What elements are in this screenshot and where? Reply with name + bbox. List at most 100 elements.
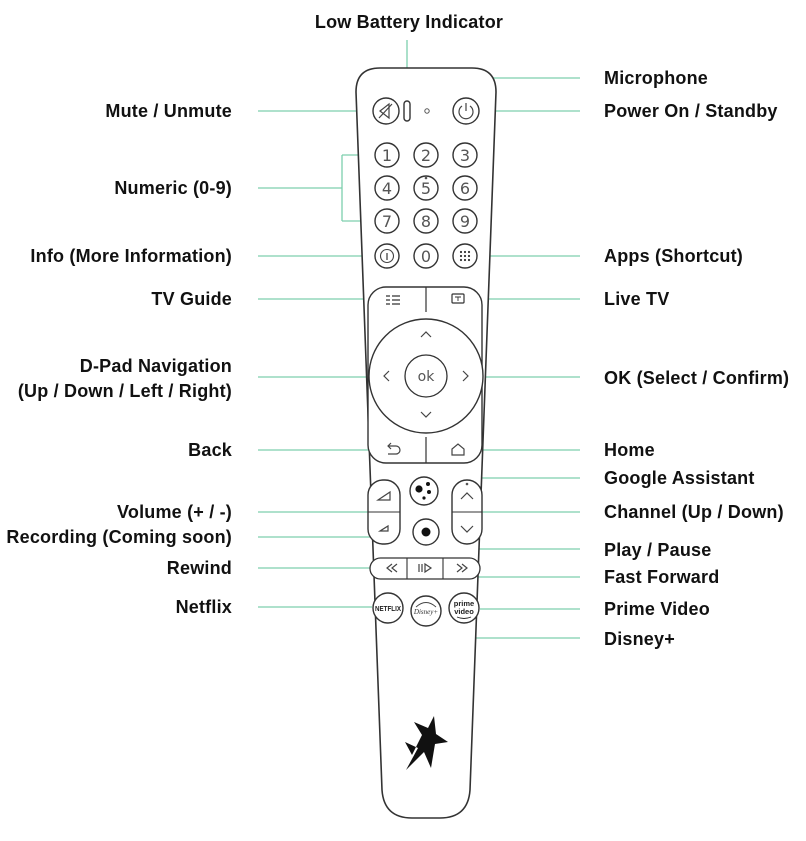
netflix-logo-text: NETFLIX bbox=[375, 604, 401, 613]
label-volume: Volume (+ / -) bbox=[117, 502, 232, 522]
label-tv-guide: TV Guide bbox=[151, 289, 232, 309]
digit-5-button[interactable]: 5 bbox=[413, 175, 439, 201]
record-button[interactable] bbox=[412, 518, 440, 546]
home-button[interactable] bbox=[451, 443, 465, 456]
label-fast-forward: Fast Forward bbox=[604, 567, 719, 587]
prime-video-button[interactable]: prime video bbox=[448, 592, 480, 624]
digit-1-label: 1 bbox=[382, 146, 392, 165]
ok-button-label: ok bbox=[418, 369, 436, 385]
label-power: Power On / Standby bbox=[604, 101, 778, 121]
digit-2-label: 2 bbox=[421, 146, 431, 165]
label-netflix: Netflix bbox=[176, 597, 232, 617]
digit-4-label: 4 bbox=[382, 179, 392, 198]
tv-guide-button[interactable] bbox=[386, 295, 400, 305]
info-icon bbox=[379, 248, 395, 264]
mute-button[interactable] bbox=[372, 97, 400, 125]
guide-list-icon bbox=[386, 295, 400, 305]
channel-up-icon bbox=[460, 492, 474, 500]
channel-tactile-dot bbox=[465, 482, 469, 486]
label-play-pause: Play / Pause bbox=[604, 540, 711, 560]
back-button[interactable] bbox=[387, 442, 401, 455]
info-button[interactable] bbox=[374, 243, 400, 269]
channel-up-button[interactable] bbox=[460, 492, 474, 500]
apps-grid-icon bbox=[459, 250, 471, 262]
dpad-up-arrow[interactable] bbox=[420, 331, 432, 338]
netflix-button[interactable]: NETFLIX bbox=[372, 592, 404, 624]
digit-2-button[interactable]: 2 bbox=[413, 142, 439, 168]
home-icon bbox=[451, 443, 465, 456]
numeric-keypad: 1 2 3 4 5 6 7 8 9 0 bbox=[374, 142, 478, 269]
label-disney: Disney+ bbox=[604, 629, 675, 649]
apps-button[interactable] bbox=[452, 243, 478, 269]
dpad-right-arrow[interactable] bbox=[462, 370, 469, 382]
prime-logo-line2: video bbox=[454, 607, 474, 616]
digit-5-tactile-dot bbox=[424, 176, 428, 180]
digit-5-label: 5 bbox=[421, 179, 431, 198]
fast-forward-icon bbox=[456, 563, 468, 573]
label-apps: Apps (Shortcut) bbox=[604, 246, 743, 266]
record-icon bbox=[421, 527, 431, 537]
tv-icon bbox=[451, 293, 465, 304]
label-mute: Mute / Unmute bbox=[105, 101, 232, 121]
label-prime: Prime Video bbox=[604, 599, 710, 619]
live-tv-button[interactable] bbox=[451, 293, 465, 304]
label-microphone: Microphone bbox=[604, 68, 708, 88]
low-battery-led bbox=[403, 100, 411, 122]
volume-up-button[interactable] bbox=[376, 490, 391, 501]
digit-7-label: 7 bbox=[382, 212, 392, 231]
power-button[interactable] bbox=[452, 97, 480, 125]
label-dpad-line2: (Up / Down / Left / Right) bbox=[18, 381, 232, 401]
navigation-cluster: ok bbox=[367, 286, 484, 464]
play-pause-button[interactable] bbox=[418, 562, 433, 574]
volume-down-icon bbox=[377, 524, 389, 532]
google-assistant-button[interactable] bbox=[409, 476, 439, 506]
label-info: Info (More Information) bbox=[30, 246, 232, 266]
volume-down-button[interactable] bbox=[377, 524, 389, 532]
leader-numeric bbox=[258, 154, 376, 222]
dpad-left-arrow[interactable] bbox=[383, 370, 390, 382]
digit-9-label: 9 bbox=[460, 212, 470, 231]
transport-dividers bbox=[406, 558, 444, 579]
label-ok: OK (Select / Confirm) bbox=[604, 368, 789, 388]
ok-button[interactable]: ok bbox=[404, 354, 448, 398]
digit-4-button[interactable]: 4 bbox=[374, 175, 400, 201]
fast-forward-button[interactable] bbox=[456, 563, 468, 573]
disney-logo-text: Disney+ bbox=[413, 608, 438, 616]
digit-8-button[interactable]: 8 bbox=[413, 208, 439, 234]
mute-icon bbox=[378, 102, 393, 120]
disney-plus-button[interactable]: Disney+ bbox=[410, 595, 442, 627]
digit-1-button[interactable]: 1 bbox=[374, 142, 400, 168]
digit-9-button[interactable]: 9 bbox=[452, 208, 478, 234]
back-arrow-icon bbox=[387, 442, 401, 455]
label-dpad-line1: D-Pad Navigation bbox=[80, 356, 232, 376]
digit-3-button[interactable]: 3 bbox=[452, 142, 478, 168]
dpad-down-arrow[interactable] bbox=[420, 411, 432, 418]
label-rewind: Rewind bbox=[167, 558, 232, 578]
prime-smile bbox=[456, 616, 472, 619]
brand-star-logo bbox=[405, 716, 448, 770]
digit-8-label: 8 bbox=[421, 212, 431, 231]
rewind-button[interactable] bbox=[386, 563, 398, 573]
digit-6-button[interactable]: 6 bbox=[452, 175, 478, 201]
label-live-tv: Live TV bbox=[604, 289, 669, 309]
label-low-battery: Low Battery Indicator bbox=[315, 12, 503, 32]
label-home: Home bbox=[604, 440, 655, 460]
rewind-icon bbox=[386, 563, 398, 573]
play-pause-icon bbox=[418, 562, 433, 574]
microphone-hole bbox=[424, 108, 430, 114]
volume-rocker bbox=[367, 479, 401, 545]
channel-down-icon bbox=[460, 525, 474, 533]
label-recording: Recording (Coming soon) bbox=[6, 527, 232, 547]
digit-7-button[interactable]: 7 bbox=[374, 208, 400, 234]
google-assistant-icon bbox=[415, 482, 431, 500]
labels: Low Battery Indicator Microphone Mute / … bbox=[6, 12, 789, 649]
disney-arc bbox=[415, 602, 437, 608]
digit-0-button[interactable]: 0 bbox=[413, 243, 439, 269]
label-channel: Channel (Up / Down) bbox=[604, 502, 784, 522]
digit-6-label: 6 bbox=[460, 179, 470, 198]
channel-down-button[interactable] bbox=[460, 525, 474, 533]
remote-body: 1 2 3 4 5 6 7 8 9 0 bbox=[355, 67, 497, 819]
label-assistant: Google Assistant bbox=[604, 468, 755, 488]
volume-up-icon bbox=[376, 490, 391, 501]
